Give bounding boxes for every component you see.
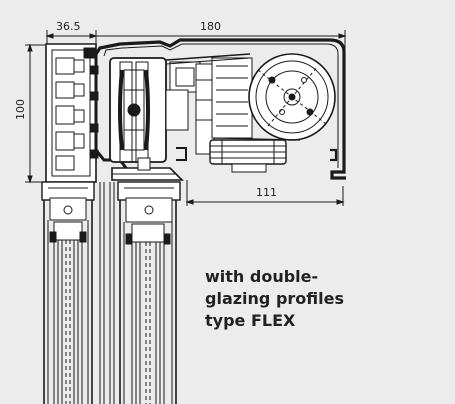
left-frame-profile (45, 43, 99, 183)
pulley-disc (248, 53, 336, 141)
dim-label-111: 111 (256, 186, 277, 199)
caption-text: with double- glazing profiles type FLEX (205, 267, 344, 330)
sliding-leaf-right (117, 181, 181, 404)
dimension-111 (185, 180, 345, 206)
leaf-gap (99, 182, 115, 404)
drive-belt (165, 53, 301, 141)
dim-label-100: 100 (14, 99, 27, 120)
dimension-36-5 (45, 30, 98, 52)
trolley-carriage (109, 57, 167, 163)
dim-label-180: 180 (200, 20, 221, 33)
dim-label-36-5: 36.5 (56, 20, 81, 33)
motor-bracket (165, 57, 253, 155)
sliding-leaf-left (41, 181, 95, 404)
lower-drive-drum (209, 139, 287, 173)
dimension-100 (25, 43, 45, 184)
track-rail (111, 157, 184, 181)
